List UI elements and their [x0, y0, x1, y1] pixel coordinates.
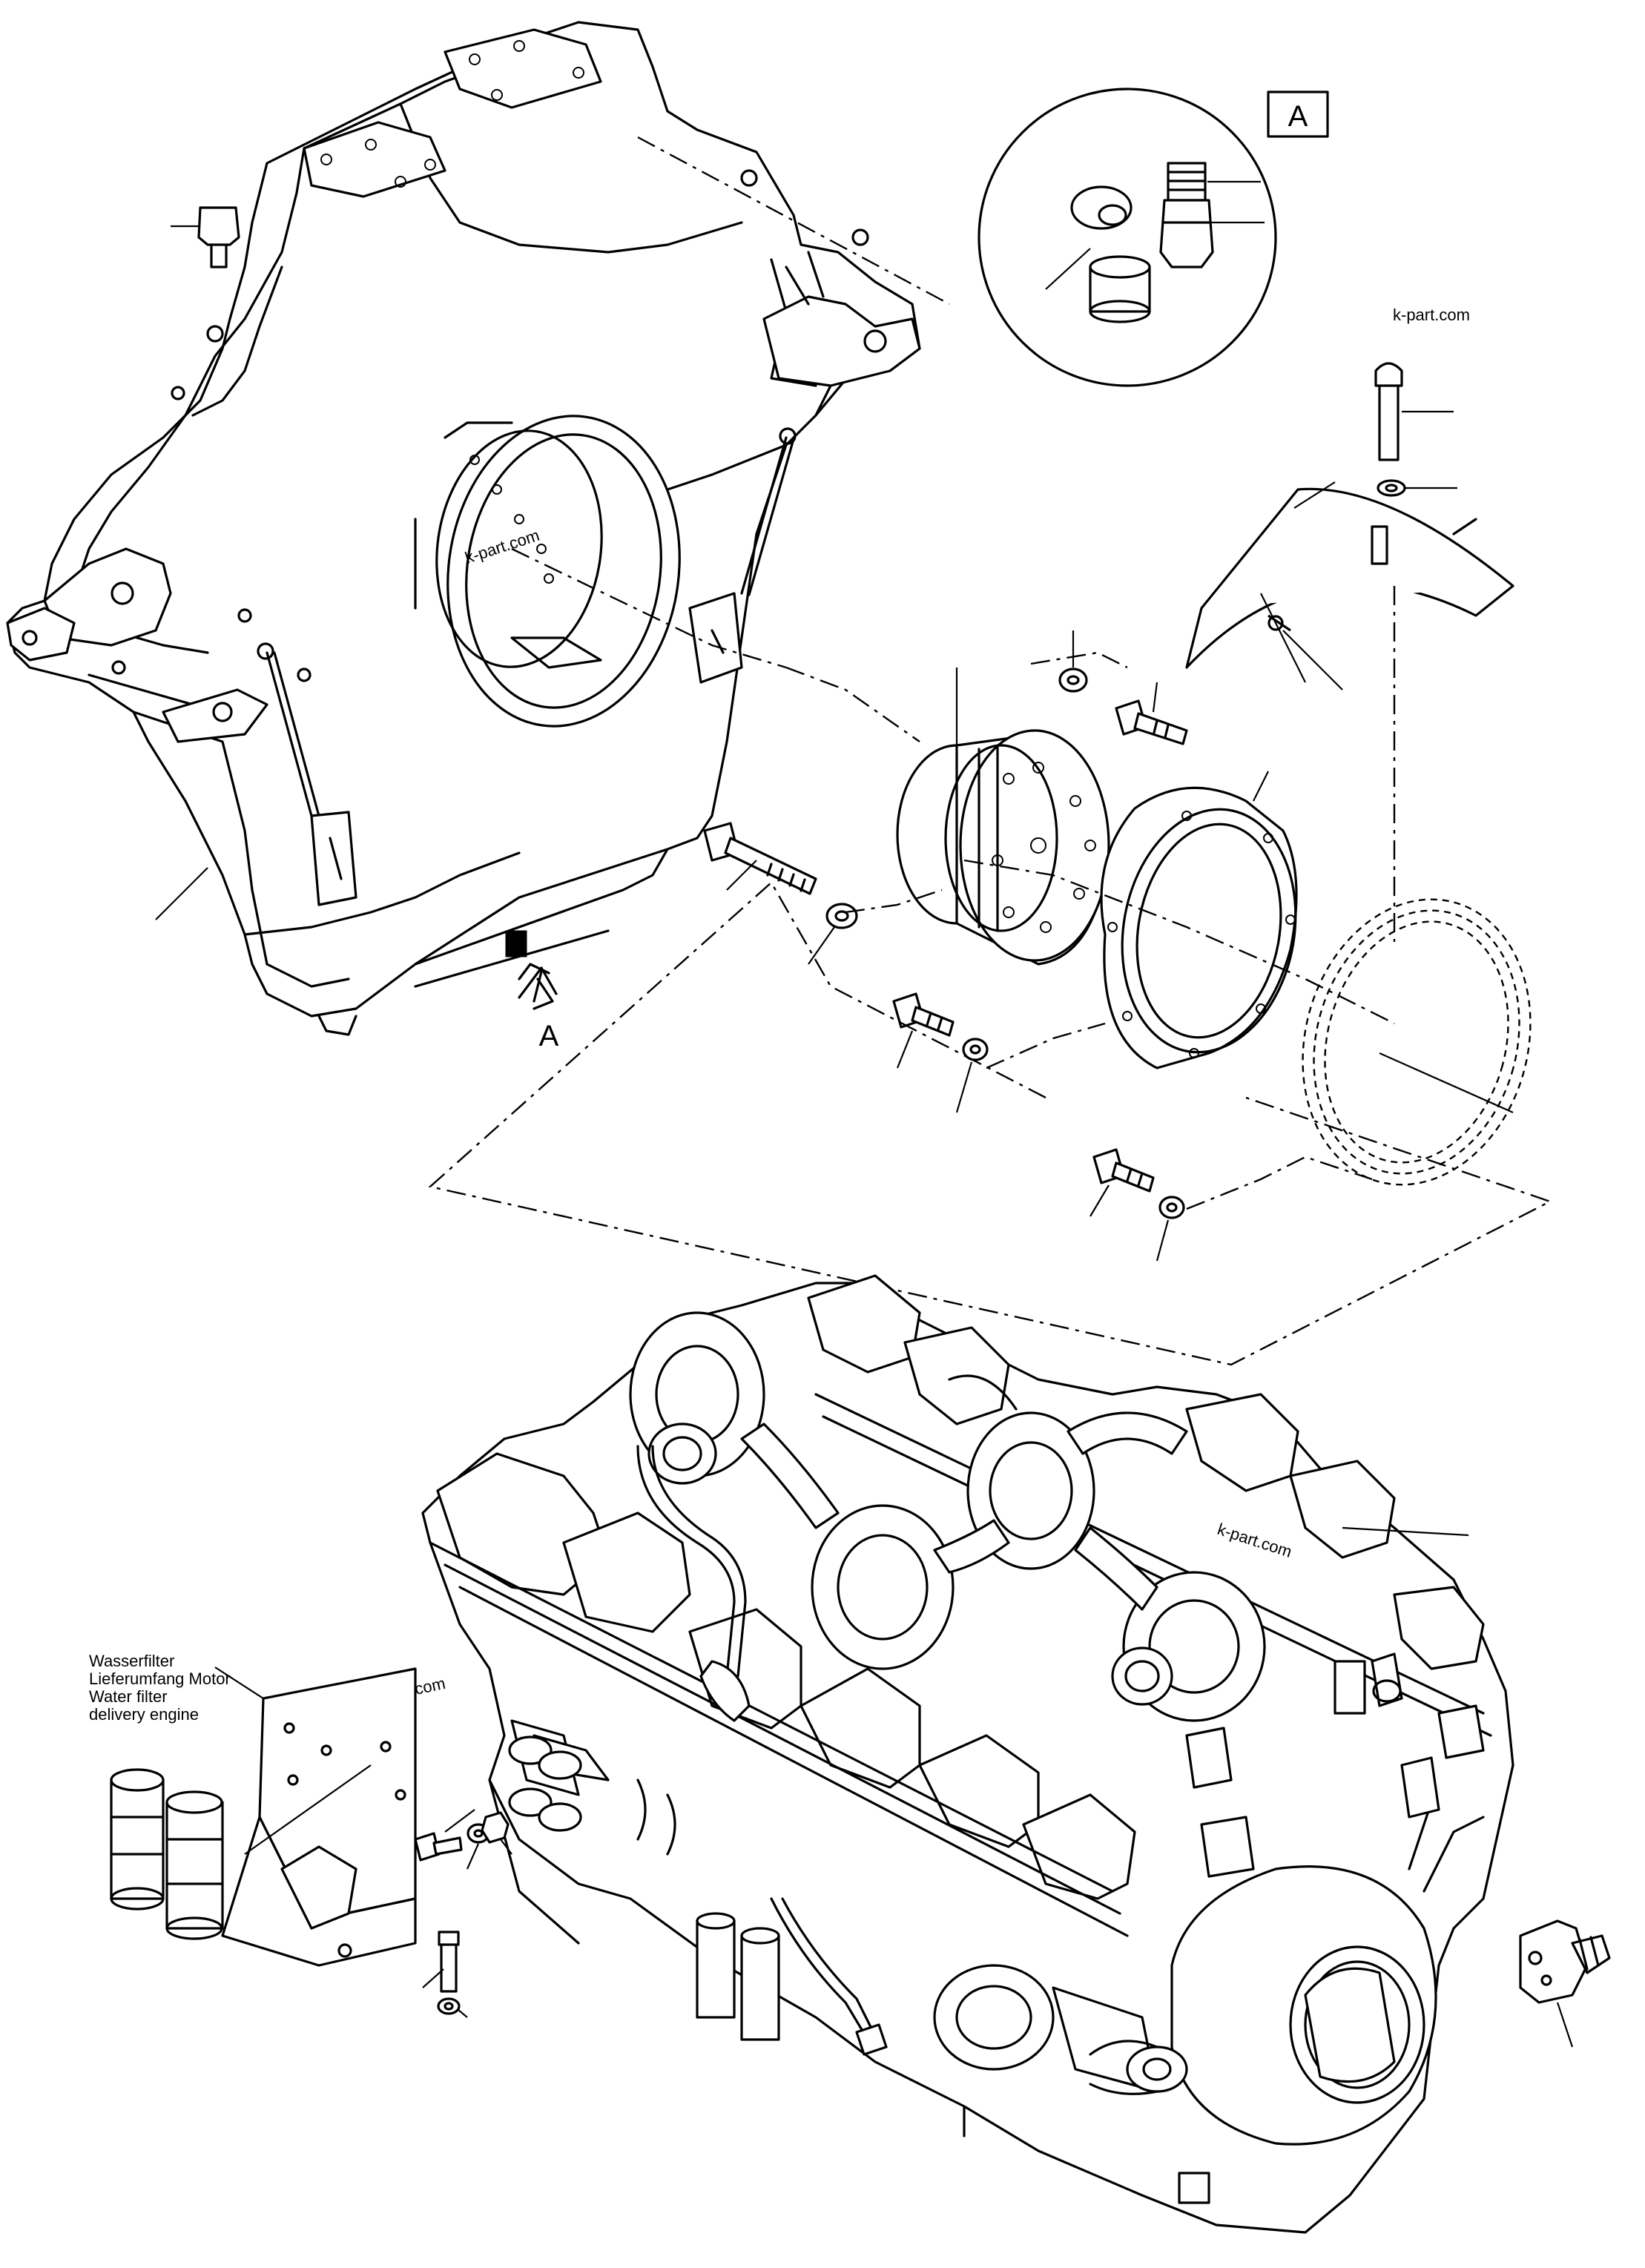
fasteners	[703, 630, 1188, 1262]
water-filter-note-line2: Lieferumfang Motor	[89, 1669, 231, 1688]
water-filter-note-line4: delivery engine	[89, 1705, 199, 1724]
dipstick-right	[688, 427, 797, 684]
water-filter-note-line3: Water filter	[89, 1687, 168, 1706]
housing-leader	[155, 867, 208, 920]
detail-view-a: A k-part.com	[978, 88, 1470, 387]
flywheel-housing	[6, 21, 921, 1036]
diesel-engine: k-part.com	[421, 1274, 1514, 2234]
dipstick-left	[257, 642, 357, 906]
cover-shield-group	[1185, 362, 1514, 690]
water-filter-note-line1: Wasserfilter	[89, 1652, 174, 1670]
water-filter-assembly: Wasserfilter Lieferumfang Motor Water fi…	[89, 1652, 512, 2018]
assembly-centerlines	[428, 136, 1553, 1366]
view-letter-box: A	[1288, 100, 1308, 133]
view-arrow-letter: A	[539, 1020, 559, 1052]
watermark-1: k-part.com	[1393, 306, 1470, 324]
adapter-ring	[1100, 771, 1298, 1069]
coupling-hub	[896, 667, 1110, 966]
view-arrow-a: A	[518, 963, 559, 1052]
breather-plug	[171, 206, 240, 268]
gasket-ring	[1302, 898, 1532, 1186]
sensor-fitting	[1519, 1919, 1611, 2048]
